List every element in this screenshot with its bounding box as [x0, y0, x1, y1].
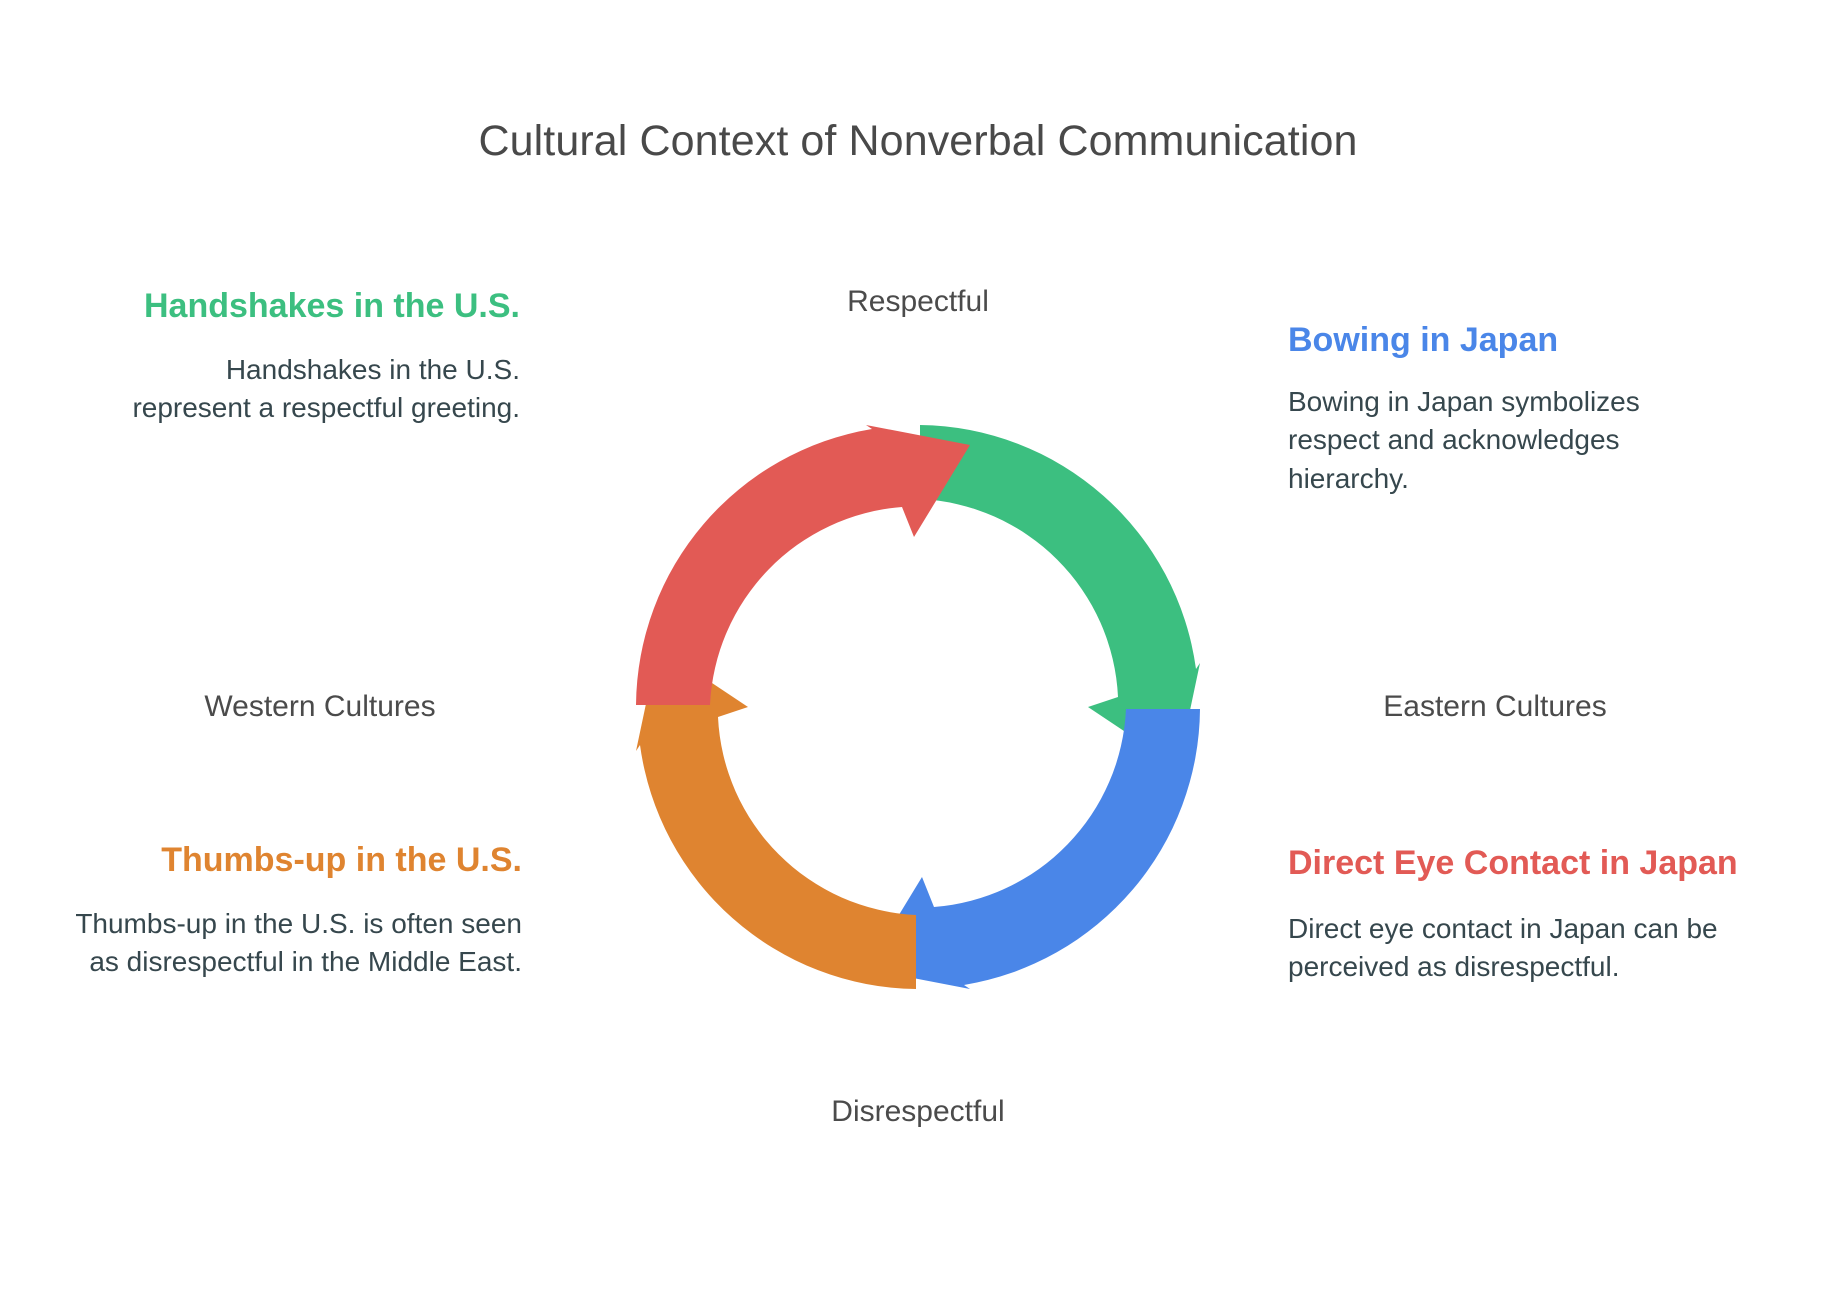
card-heading-thumbs-up-us: Thumbs-up in the U.S. — [161, 841, 522, 879]
card-heading-direct-eye-contact-japan: Direct Eye Contact in Japan — [1288, 844, 1738, 882]
card-body-thumbs-up-us: Thumbs-up in the U.S. is often seen as d… — [75, 907, 522, 978]
card-body-bowing-japan: Bowing in Japan symbolizes respect and a… — [1288, 385, 1640, 495]
axis-label-western-cultures: Western Cultures — [204, 690, 436, 723]
axis-label-disrespectful: Disrespectful — [831, 1095, 1005, 1128]
card-heading-handshakes-us: Handshakes in the U.S. — [144, 287, 520, 325]
card-bowing-japan: Bowing in Japan Bowing in Japan symboliz… — [1288, 320, 1700, 499]
axis-label-eastern-cultures: Eastern Cultures — [1383, 690, 1607, 723]
card-body-direct-eye-contact-japan: Direct eye contact in Japan can be perce… — [1288, 912, 1718, 983]
card-handshakes-us: Handshakes in the U.S. Handshakes in the… — [108, 286, 520, 428]
ring-segment-red-handshakes — [636, 425, 970, 705]
axis-label-respectful: Respectful — [847, 285, 989, 318]
card-direct-eye-contact-japan: Direct Eye Contact in Japan Direct eye c… — [1288, 843, 1778, 987]
card-body-handshakes-us: Handshakes in the U.S. represent a respe… — [132, 353, 520, 424]
circular-arrow-cycle-diagram — [618, 407, 1218, 1007]
card-heading-bowing-japan: Bowing in Japan — [1288, 321, 1559, 359]
page-title: Cultural Context of Nonverbal Communicat… — [478, 117, 1358, 165]
ring-segment-orange-thumbs-up — [636, 647, 916, 989]
ring-segment-green-bowing — [920, 425, 1200, 767]
ring-segment-blue-eye-contact — [866, 709, 1200, 989]
card-thumbs-up-us: Thumbs-up in the U.S. Thumbs-up in the U… — [72, 840, 522, 982]
